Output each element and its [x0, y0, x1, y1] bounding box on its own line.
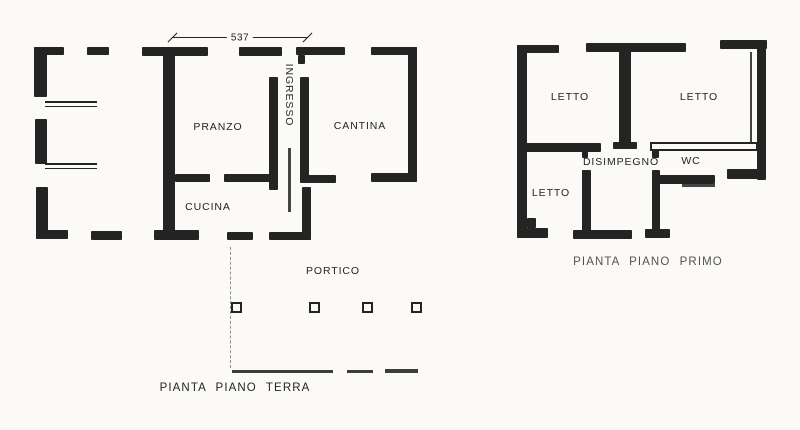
wall-segment: [239, 47, 282, 56]
plan-caption-first: PIANTA PIANO PRIMO: [573, 256, 723, 268]
wall-segment: [527, 218, 536, 228]
wall-segment: [87, 47, 109, 55]
wall-segment: [35, 119, 47, 164]
wall-segment: [300, 77, 309, 183]
portico-edge-line: [385, 369, 418, 373]
wall-segment: [91, 231, 122, 240]
wall-segment: [586, 43, 686, 52]
wall-segment: [371, 173, 417, 182]
door-jamb: [652, 150, 659, 158]
window-lines: [45, 163, 97, 169]
room-label-letto-sw: LETTO: [531, 187, 571, 199]
wall-thin-line: [682, 184, 715, 187]
dimension-value: 537: [226, 32, 254, 44]
wall-segment: [175, 174, 210, 182]
room-label-cantina: CANTINA: [333, 120, 387, 132]
room-label-disimpegno: DISIMPEGNO: [582, 156, 660, 168]
wall-inner-line: [750, 52, 752, 142]
wall-segment: [224, 174, 273, 182]
wall-segment: [517, 45, 527, 238]
wall-segment: [227, 232, 253, 240]
wall-segment: [34, 47, 64, 55]
wall-segment: [517, 228, 548, 238]
room-label-wc: WC: [681, 155, 701, 167]
wall-segment: [613, 142, 637, 149]
wall-segment: [269, 232, 311, 240]
wall-segment: [645, 229, 670, 238]
wall-segment: [408, 47, 417, 182]
room-label-pranzo: PRANZO: [193, 121, 243, 133]
wall-segment: [163, 50, 175, 236]
room-label-ingresso: INGRESSO: [283, 63, 295, 127]
wall-segment: [757, 40, 766, 180]
wall-segment: [720, 40, 767, 49]
door-leaf-line: [288, 148, 291, 212]
wall-segment: [653, 175, 715, 184]
wall-segment: [142, 47, 208, 56]
wall-segment: [525, 143, 601, 152]
window-lines: [45, 101, 97, 107]
wall-hollow-segment: [650, 142, 758, 151]
portico-column: [362, 302, 373, 313]
wall-segment: [371, 47, 417, 55]
portico-edge-line: [347, 370, 373, 373]
wall-segment: [303, 47, 345, 55]
wall-segment: [36, 230, 68, 239]
wall-segment: [34, 47, 47, 97]
portico-edge-line: [232, 370, 333, 373]
wall-segment: [652, 170, 660, 230]
room-label-cucina: CUCINA: [185, 201, 231, 213]
wall-segment: [296, 47, 304, 55]
room-label-portico: PORTICO: [306, 265, 360, 277]
door-jamb: [582, 151, 588, 158]
wall-segment: [308, 175, 336, 183]
wall-segment: [36, 187, 48, 239]
portico-dashed-line: [230, 247, 231, 368]
room-label-letto-nw: LETTO: [550, 91, 590, 103]
wall-segment: [573, 230, 632, 239]
portico-column: [309, 302, 320, 313]
wall-segment: [517, 45, 559, 53]
wall-segment: [298, 55, 305, 64]
portico-column: [411, 302, 422, 313]
wall-segment: [154, 230, 199, 240]
wall-segment: [582, 170, 591, 232]
wall-segment: [302, 187, 311, 240]
wall-segment: [269, 77, 278, 190]
portico-column: [231, 302, 242, 313]
wall-segment: [727, 169, 766, 179]
room-label-letto-ne: LETTO: [679, 91, 719, 103]
plan-caption-ground: PIANTA PIANO TERRA: [159, 382, 311, 394]
wall-segment: [619, 50, 631, 145]
